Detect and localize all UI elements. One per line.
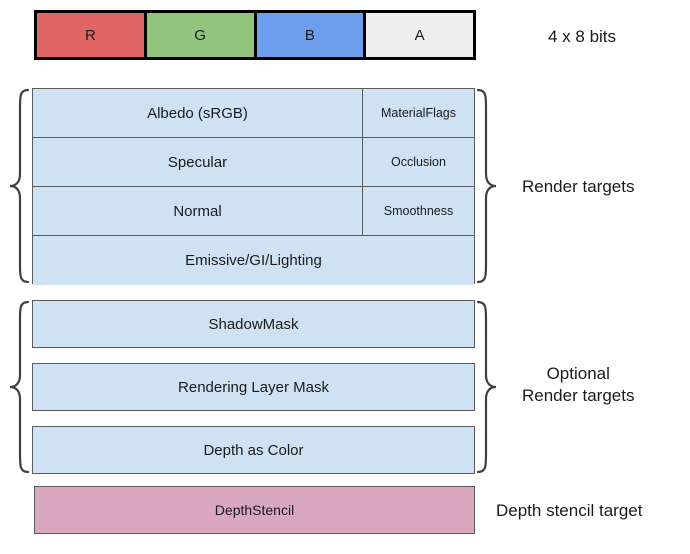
channel-label-g: G — [194, 26, 206, 44]
render-target-emissive-gi-lighting: Emissive/GI/Lighting — [33, 236, 474, 285]
optional-target-label: ShadowMask — [208, 315, 299, 333]
channel-swatch-g: G — [146, 13, 257, 57]
optional-target-label: Depth as Color — [203, 441, 304, 459]
render-target-row: Emissive/GI/Lighting — [33, 236, 474, 285]
render-targets-right-brace — [476, 88, 498, 284]
optional-render-targets-label: Optional Render targets — [522, 364, 635, 406]
render-target-row: Specular Occlusion — [33, 138, 474, 187]
render-target-row: Albedo (sRGB) MaterialFlags — [33, 89, 474, 138]
optional-target-rendering-layer-mask: Rendering Layer Mask — [32, 363, 475, 411]
depth-stencil-label: DepthStencil — [214, 502, 295, 518]
render-targets-label: Render targets — [522, 177, 635, 196]
depth-stencil-box: DepthStencil — [34, 486, 475, 534]
optional-render-targets-left-brace — [8, 300, 30, 474]
render-target-smoothness: Smoothness — [363, 187, 474, 235]
optional-target-shadowmask: ShadowMask — [32, 300, 475, 348]
render-target-occlusion: Occlusion — [363, 138, 474, 186]
rgba-channel-bar: R G B A — [34, 10, 476, 60]
render-target-normal: Normal — [33, 187, 363, 235]
channel-swatch-b: B — [256, 13, 367, 57]
channel-swatch-a: A — [366, 13, 473, 57]
depth-stencil-target-label: Depth stencil target — [496, 501, 643, 520]
render-targets-table: Albedo (sRGB) MaterialFlags Specular Occ… — [32, 88, 475, 285]
bit-depth-label: 4 x 8 bits — [548, 27, 617, 46]
render-target-specular: Specular — [33, 138, 363, 186]
optional-render-targets-right-brace — [476, 300, 498, 474]
channel-label-a: A — [414, 26, 425, 44]
optional-target-depth-as-color: Depth as Color — [32, 426, 475, 474]
channel-label-b: B — [304, 26, 315, 44]
channel-swatch-r: R — [37, 13, 147, 57]
render-target-albedo: Albedo (sRGB) — [33, 89, 363, 137]
render-target-row: Normal Smoothness — [33, 187, 474, 236]
channel-label-r: R — [84, 26, 96, 44]
render-target-materialflags: MaterialFlags — [363, 89, 474, 137]
optional-target-label: Rendering Layer Mask — [178, 378, 329, 396]
render-targets-left-brace — [8, 88, 30, 284]
